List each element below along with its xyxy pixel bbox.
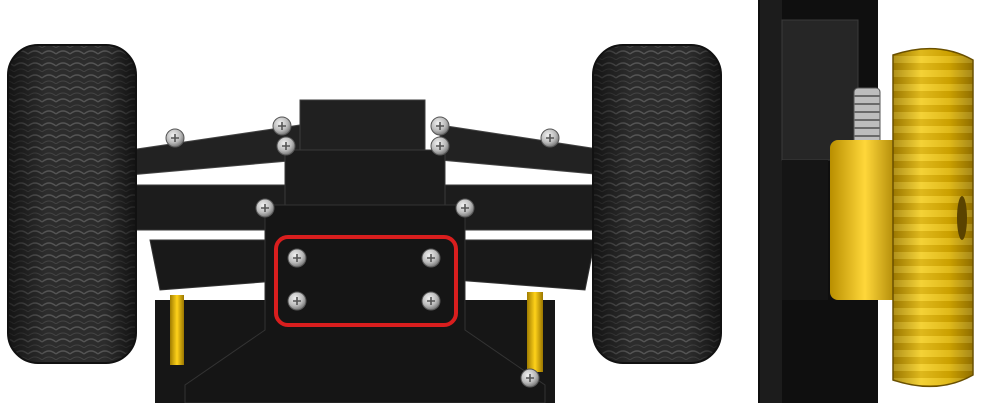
spur-gear xyxy=(892,47,974,388)
top-link-left xyxy=(129,124,301,176)
top-screw-6 xyxy=(540,128,560,148)
side-screw-left xyxy=(255,198,275,218)
chassis-front-view xyxy=(7,44,722,403)
wheel-left xyxy=(7,44,137,364)
plate-screw-top-left xyxy=(287,248,307,268)
top-screw-5 xyxy=(165,128,185,148)
set-screw xyxy=(853,87,881,147)
arm-lower-right xyxy=(444,239,596,291)
gear-bore xyxy=(957,196,967,240)
wheel-right xyxy=(592,44,722,364)
gear-hub xyxy=(830,140,900,300)
bottom-screw xyxy=(520,368,540,388)
center-post xyxy=(284,149,446,211)
plate-screw-bottom-left xyxy=(287,291,307,311)
top-screw-1 xyxy=(272,116,292,136)
gear-illustration xyxy=(758,0,974,403)
top-link-right xyxy=(439,124,606,176)
standoff-right xyxy=(527,292,543,372)
plate-screw-bottom-right xyxy=(421,291,441,311)
housing-edge xyxy=(760,0,782,403)
highlight-box xyxy=(274,235,458,327)
gear-closeup-view xyxy=(758,0,984,403)
top-screw-2 xyxy=(276,136,296,156)
standoff-left xyxy=(170,295,184,365)
housing-block xyxy=(781,19,859,161)
top-screw-3 xyxy=(430,116,450,136)
housing-lower xyxy=(782,160,828,300)
chassis-illustration xyxy=(7,44,722,403)
side-screw-right xyxy=(455,198,475,218)
plate-screw-top-right xyxy=(421,248,441,268)
top-screw-4 xyxy=(430,136,450,156)
